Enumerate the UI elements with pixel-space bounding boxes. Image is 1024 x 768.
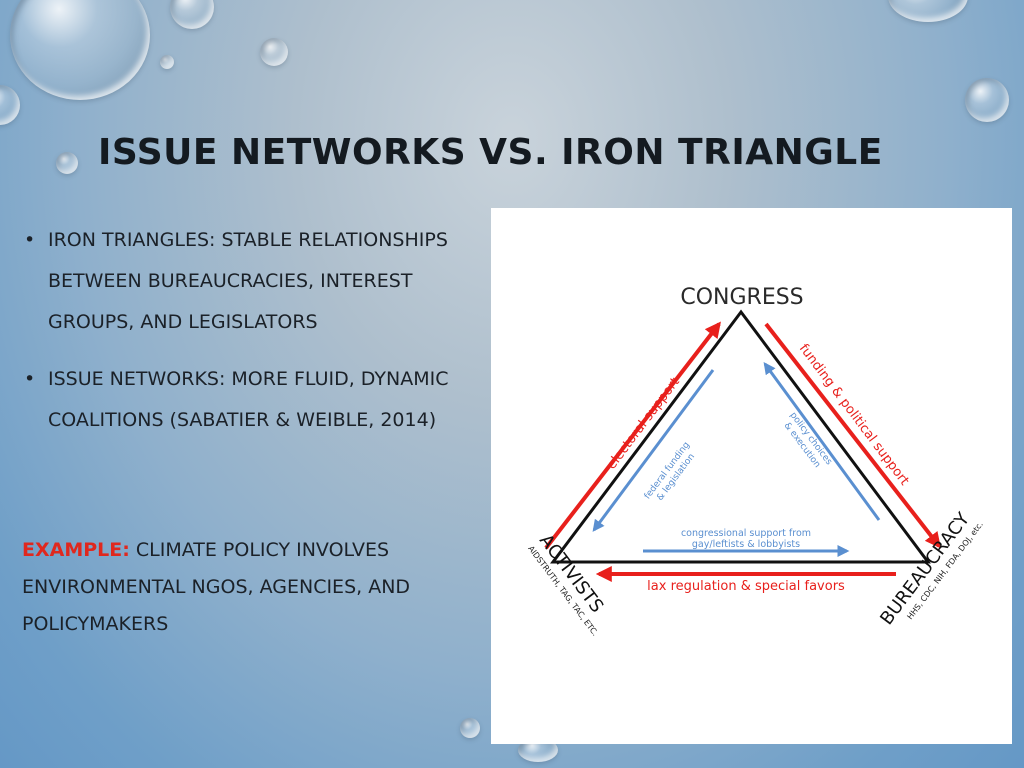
bullet-marker: •	[24, 229, 36, 251]
water-drop	[160, 55, 174, 69]
example-label: EXAMPLE:	[22, 539, 130, 561]
water-drop	[0, 85, 20, 125]
bullet-text: IRON TRIANGLES: STABLE RELATIONSHIPS BET…	[48, 229, 448, 333]
iron-triangle-diagram: CONGRESS ACTIVISTS AIDSTRUTH, TAG, TAC, …	[491, 208, 1012, 744]
bullet-list: • IRON TRIANGLES: STABLE RELATIONSHIPS B…	[22, 220, 482, 457]
arrow-federal-funding	[592, 369, 715, 532]
label-congressional-support-1: congressional support from	[681, 528, 811, 539]
water-drop	[56, 152, 78, 174]
water-drop	[170, 0, 214, 29]
water-drop	[10, 0, 150, 100]
water-drop	[460, 718, 480, 738]
water-drop	[888, 0, 968, 22]
water-drop	[965, 78, 1009, 122]
slide-title: ISSUE NETWORKS VS. IRON TRIANGLE	[98, 132, 883, 173]
label-congressional-support-2: gay/leftists & lobbyists	[692, 539, 800, 550]
label-lax-regulation: lax regulation & special favors	[647, 579, 845, 594]
diagram-svg: CONGRESS ACTIVISTS AIDSTRUTH, TAG, TAC, …	[526, 285, 985, 638]
arrow-electoral-support	[544, 321, 721, 550]
node-congress: CONGRESS	[680, 285, 803, 310]
arrow-funding-political-support	[764, 322, 941, 549]
bullet-issue-networks: • ISSUE NETWORKS: MORE FLUID, DYNAMIC CO…	[22, 359, 482, 441]
bullet-marker: •	[24, 368, 36, 390]
example-paragraph: EXAMPLE: CLIMATE POLICY INVOLVES ENVIRON…	[22, 532, 482, 643]
triangle-outline	[549, 309, 931, 564]
bullet-iron-triangles: • IRON TRIANGLES: STABLE RELATIONSHIPS B…	[22, 220, 482, 343]
arrow-policy-choices	[763, 362, 881, 521]
water-drop	[260, 38, 288, 66]
example-text: CLIMATE POLICY INVOLVES ENVIRONMENTAL NG…	[22, 539, 411, 635]
bullet-text: ISSUE NETWORKS: MORE FLUID, DYNAMIC COAL…	[48, 368, 449, 431]
